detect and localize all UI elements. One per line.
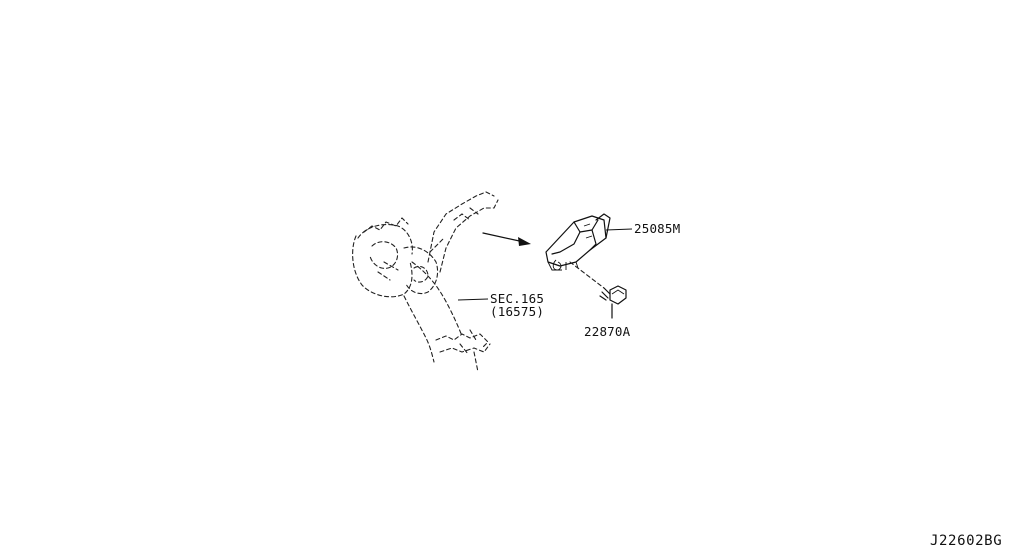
sensor-25085M bbox=[545, 213, 611, 271]
diagram-code-label: J22602BG bbox=[930, 533, 1003, 549]
intake-housing-reference bbox=[352, 191, 499, 373]
mount-centre-line bbox=[569, 261, 605, 289]
bolt-part-label: 22870A bbox=[584, 324, 631, 339]
sec-reference-sub-label: (16575) bbox=[490, 304, 545, 319]
bolt-22870A bbox=[599, 285, 627, 319]
sec-reference-label: SEC.165 bbox=[490, 291, 545, 306]
direction-arrow bbox=[482, 232, 531, 246]
leader-line-sensor bbox=[605, 228, 633, 231]
sensor-part-label: 25085M bbox=[634, 221, 681, 236]
